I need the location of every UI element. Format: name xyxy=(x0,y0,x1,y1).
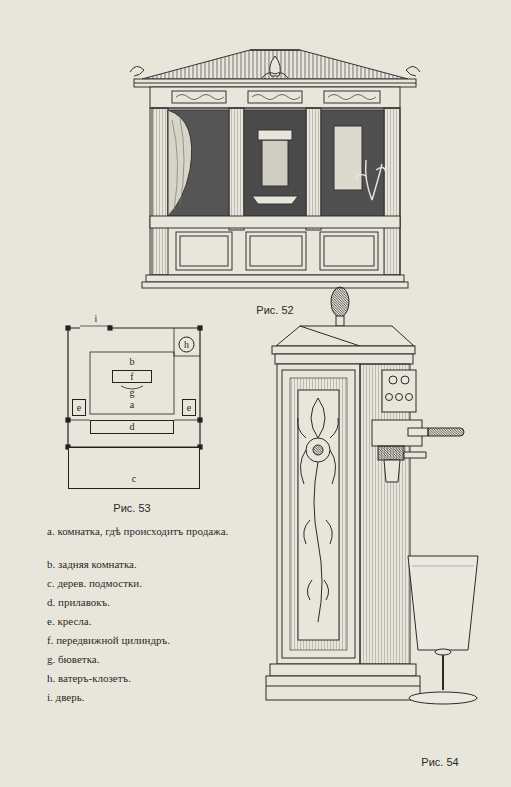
legend-line: d. прилавокъ. xyxy=(47,595,234,609)
legend-line: e. кресла. xyxy=(47,614,234,628)
legend-line: b. задняя комнатка. xyxy=(47,557,234,571)
dispenser-drawing xyxy=(266,287,478,704)
legend-line: h. ватеръ-клозетъ. xyxy=(47,671,234,685)
figure-caption: Рис. 54 xyxy=(421,756,458,768)
plan-letter: i xyxy=(95,313,98,324)
plan-letter: h xyxy=(184,340,189,350)
cylinder-box: f xyxy=(112,370,152,383)
plan-letter: e xyxy=(187,403,191,413)
plan-letter: a xyxy=(130,399,134,410)
figure-caption: Рис. 52 xyxy=(256,304,293,316)
plan-letter: g xyxy=(130,387,135,398)
figure-caption: Рис. 53 xyxy=(113,502,150,514)
toilet-circle: h xyxy=(178,336,195,353)
plan-letter: d xyxy=(130,422,135,432)
chair-box: e xyxy=(182,399,196,416)
circle-outline xyxy=(179,337,194,352)
kiosk-drawing xyxy=(130,50,420,288)
legend-line: c. дерев. подмостки. xyxy=(47,576,234,590)
counter-band: d xyxy=(90,420,174,434)
plan-letter: f xyxy=(130,372,133,382)
platform-box: c xyxy=(68,447,200,489)
legend-line: i. дверь. xyxy=(47,690,234,704)
chair-box: e xyxy=(72,399,86,416)
legend-line: f. передвижной цилиндръ. xyxy=(47,633,234,647)
legend-line: a. комнатка, гдѣ происходитъ продажа. xyxy=(47,524,234,538)
plan-letter: c xyxy=(132,474,136,484)
plan-letter: e xyxy=(77,403,81,413)
legend-line: g. бюветка. xyxy=(47,652,234,666)
floor-plan xyxy=(66,326,202,449)
plan-letter: b xyxy=(130,356,135,367)
